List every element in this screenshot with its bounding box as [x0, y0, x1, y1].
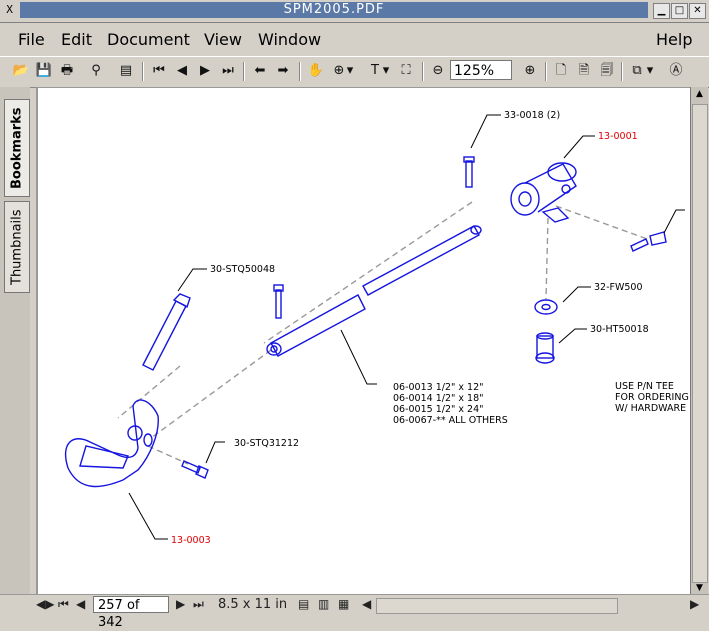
- last-page-icon[interactable]: ⏭: [222, 63, 234, 78]
- last-page-small-icon[interactable]: ⏭: [193, 597, 204, 611]
- scroll-right-icon[interactable]: ▶: [690, 597, 700, 611]
- snapshot-icon[interactable]: ⛶: [401, 63, 411, 78]
- tab-thumbnails[interactable]: Thumbnails: [4, 201, 30, 293]
- print-icon[interactable]: 🖶: [60, 63, 74, 78]
- zoom-in-icon[interactable]: ⊕: [524, 63, 536, 78]
- menu-edit[interactable]: Edit: [61, 30, 92, 49]
- blue-parts: [64, 156, 667, 488]
- go-forward-icon[interactable]: ➡: [277, 63, 289, 78]
- label-part-1: 06-0013 1/2" x 12": [393, 382, 484, 393]
- go-back-icon[interactable]: ⬅: [254, 63, 266, 78]
- window-title: SPM2005.PDF: [20, 2, 648, 18]
- tab-bookmarks-label: Bookmarks: [9, 107, 25, 189]
- text-select-dropdown-icon[interactable]: ▾: [382, 63, 390, 78]
- toolbar: 📂 💾 🖶 ⚲ ▤ ⏮ ◀ ▶ ⏭ ⬅ ➡ ✋ ⊕ ▾ T ▾ ⛶ ⊖ ▾ ⊕ …: [0, 56, 709, 88]
- first-page-small-icon[interactable]: ⏮: [58, 597, 69, 611]
- menu-window[interactable]: Window: [258, 30, 322, 49]
- maximize-icon[interactable]: □: [671, 3, 688, 19]
- label-part-2: 06-0014 1/2" x 18": [393, 393, 484, 404]
- next-page-small-icon[interactable]: ▶: [176, 597, 186, 611]
- facing-icon[interactable]: ▦: [338, 597, 350, 611]
- zoom-out-icon[interactable]: ⊖: [432, 63, 444, 78]
- scroll-left-icon[interactable]: ◀: [362, 597, 372, 611]
- label-part-4: 06-0067-** ALL OTHERS: [393, 415, 508, 426]
- page-size-label: 8.5 x 11 in: [218, 597, 288, 612]
- assembly-dash-lines: [117, 201, 651, 465]
- menu-bar: File Edit Document View Window Help: [0, 23, 709, 55]
- save-icon[interactable]: 💾: [35, 63, 53, 78]
- label-stud-1: 30-STQ50048: [210, 264, 275, 275]
- vertical-scroll-thumb[interactable]: [692, 104, 708, 583]
- tab-thumbnails-label: Thumbnails: [9, 209, 25, 285]
- open-icon[interactable]: 📂: [12, 63, 30, 78]
- actual-size-icon[interactable]: 🗋: [555, 63, 567, 78]
- document-viewport[interactable]: 33-0018 (2) 13-0001 30-STQ50048 32-FW500…: [36, 87, 691, 596]
- vertical-scrollbar[interactable]: ▲ ▼: [690, 87, 708, 595]
- zoom-level-input[interactable]: 125%: [450, 60, 512, 80]
- note-line-3: W/ HARDWARE: [615, 403, 686, 414]
- minimize-icon[interactable]: ▁: [653, 3, 670, 19]
- label-part-3: 06-0015 1/2" x 24": [393, 404, 484, 415]
- show-navigation-icon[interactable]: ▤: [119, 63, 133, 78]
- scroll-left-small-icon[interactable]: ◀▶: [36, 597, 55, 611]
- label-main-red: 13-0001: [598, 131, 638, 142]
- close-icon[interactable]: ✕: [689, 3, 706, 19]
- single-page-icon[interactable]: ▤: [298, 597, 310, 611]
- exploded-parts-drawing: 33-0018 (2) 13-0001 30-STQ50048 32-FW500…: [64, 110, 689, 546]
- scroll-down-icon[interactable]: ▼: [696, 583, 703, 593]
- page-layout-dropdown-icon[interactable]: ▾: [646, 63, 654, 78]
- title-bar: X SPM2005.PDF ▁ □ ✕: [0, 0, 709, 23]
- menu-view[interactable]: View: [204, 30, 242, 49]
- menu-file[interactable]: File: [18, 30, 45, 49]
- note-line-1: USE P/N TEE: [615, 381, 674, 392]
- status-bar: ◀▶ ⏮ ◀ 257 of 342 ▶ ⏭ 8.5 x 11 in ▤ ▥ ▦ …: [0, 594, 709, 630]
- continuous-icon[interactable]: ▥: [318, 597, 330, 611]
- zoom-tool-dropdown-icon[interactable]: ▾: [346, 63, 354, 78]
- horizontal-scroll-thumb[interactable]: [376, 598, 618, 614]
- hand-tool-icon[interactable]: ✋: [307, 63, 325, 78]
- navigation-sidebar: Bookmarks Thumbnails: [0, 87, 30, 595]
- tab-bookmarks[interactable]: Bookmarks: [4, 99, 30, 197]
- page-number-field[interactable]: 257 of 342: [93, 596, 169, 630]
- note-line-2: FOR ORDERING: [615, 392, 689, 403]
- scroll-up-icon[interactable]: ▲: [696, 89, 703, 99]
- previous-page-icon[interactable]: ◀: [177, 63, 187, 78]
- label-washer: 32-FW500: [594, 282, 643, 293]
- first-page-icon[interactable]: ⏮: [153, 63, 165, 78]
- prev-page-small-icon[interactable]: ◀: [76, 597, 86, 611]
- page-layout-icon[interactable]: ⧉: [632, 63, 642, 78]
- window-menu-icon[interactable]: X: [6, 3, 13, 16]
- zoom-tool-icon[interactable]: ⊕: [333, 63, 345, 78]
- label-bolt-2: 33-0018 (2): [504, 110, 560, 121]
- adobe-logo-icon: Ⓐ: [669, 63, 683, 78]
- fit-width-icon[interactable]: 🗐: [600, 63, 614, 78]
- text-select-icon[interactable]: T: [371, 63, 379, 78]
- leader-lines: [128, 114, 685, 540]
- label-stud-2: 30-STQ31212: [234, 438, 299, 449]
- menu-help[interactable]: Help: [656, 30, 693, 49]
- drawing-labels: 33-0018 (2) 13-0001 30-STQ50048 32-FW500…: [171, 110, 689, 546]
- label-red-2: 13-0003: [171, 535, 211, 546]
- label-nut: 30-HT50018: [590, 324, 649, 335]
- fit-page-icon[interactable]: 🗎: [578, 63, 590, 78]
- find-icon[interactable]: ⚲: [91, 63, 101, 78]
- next-page-icon[interactable]: ▶: [200, 63, 210, 78]
- menu-document[interactable]: Document: [107, 30, 190, 49]
